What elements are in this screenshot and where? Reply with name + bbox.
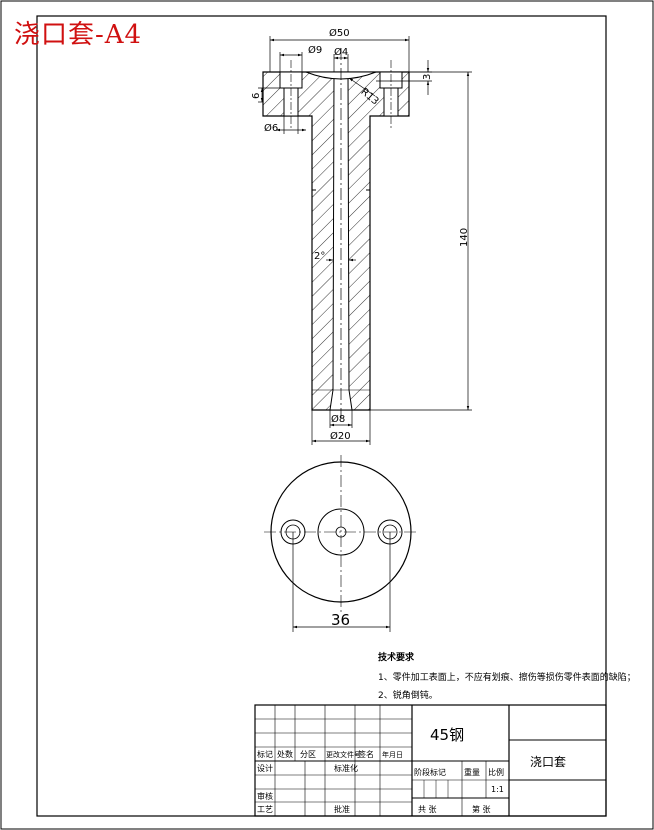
tb-part-name: 浇口套 bbox=[530, 755, 566, 769]
tech-requirement-1: 1、零件加工表面上，不应有划痕、擦伤等损伤零件表面的缺陷； bbox=[378, 673, 636, 683]
tb-sheet: 第 张 bbox=[472, 804, 491, 814]
tb-material: 45钢 bbox=[430, 726, 464, 744]
tb-change-doc: 更改文件号 bbox=[326, 750, 361, 759]
dimension-lines bbox=[258, 36, 472, 445]
tb-weight: 重量 bbox=[464, 767, 480, 777]
dim-d9: Ø9 bbox=[308, 44, 322, 56]
tb-scale: 比例 bbox=[488, 767, 504, 777]
dim-2deg: 2° bbox=[314, 251, 325, 262]
tb-approve: 批准 bbox=[334, 804, 350, 814]
tb-design: 设计 bbox=[257, 763, 273, 773]
section-view bbox=[262, 48, 410, 418]
top-view bbox=[264, 455, 418, 632]
tech-requirement-2: 2、锐角倒钝。 bbox=[378, 691, 438, 701]
dim-3: 3 bbox=[422, 74, 433, 80]
tech-requirements-heading: 技术要求 bbox=[378, 653, 415, 663]
tb-sign: 签名 bbox=[358, 749, 374, 759]
dim-d4: Ø4 bbox=[334, 46, 348, 58]
dim-d20: Ø20 bbox=[330, 430, 351, 442]
tb-standardize: 标准化 bbox=[334, 763, 358, 773]
dim-d8: Ø8 bbox=[331, 413, 345, 425]
dim-36: 36 bbox=[331, 611, 350, 629]
tb-total: 共 张 bbox=[418, 805, 437, 814]
dim-140: 140 bbox=[459, 228, 470, 247]
dim-d50: Ø50 bbox=[329, 27, 350, 39]
tb-review: 审核 bbox=[257, 791, 273, 801]
tb-scale-value: 1:1 bbox=[491, 785, 504, 794]
tb-mark: 标记 bbox=[257, 749, 273, 759]
tb-date: 年月日 bbox=[382, 750, 403, 759]
dim-6: 6 bbox=[251, 93, 262, 99]
tb-zone: 分区 bbox=[300, 750, 316, 759]
tb-stage-mark: 阶段标记 bbox=[414, 767, 446, 777]
tb-process: 工艺 bbox=[257, 805, 273, 814]
dim-d6: Ø6 bbox=[264, 122, 278, 134]
tb-count: 处数 bbox=[277, 749, 293, 759]
title-block bbox=[254, 704, 607, 817]
drawing-title: 浇口套-A4 bbox=[14, 20, 143, 50]
